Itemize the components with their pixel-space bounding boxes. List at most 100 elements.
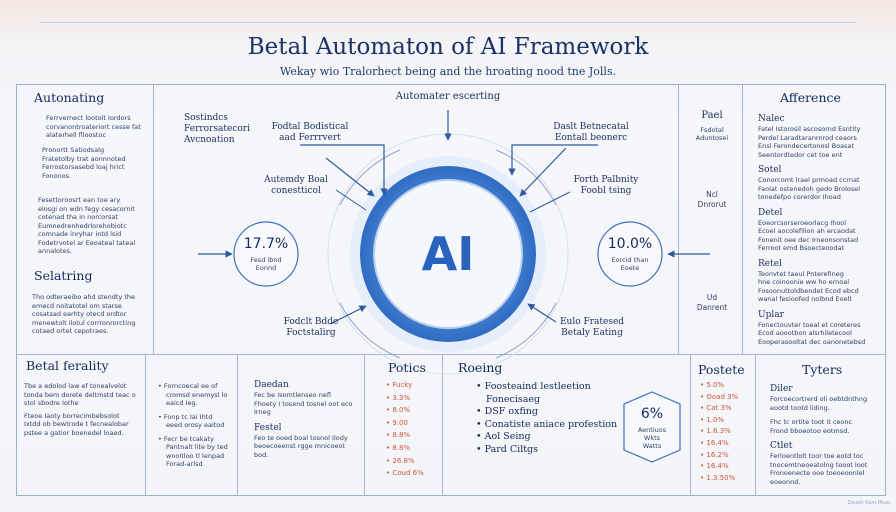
text-line: Fosoonuttoldbendet Ecod ebcd <box>758 286 859 295</box>
value-text: Fucky <box>392 381 413 389</box>
text-line: comnade inryhar intd lsid <box>38 230 122 238</box>
bottom-div-3 <box>364 354 365 496</box>
text-line: elosgi on wdn fegy cesacornit <box>38 204 135 213</box>
annotation-line: Forth Palbnity <box>573 175 639 185</box>
list-item: • Pard Ciltgs <box>476 443 539 455</box>
text-line: Fronoenecte ooe toeoeoonlel <box>770 469 865 477</box>
text-line: emecd noitatotel om starse <box>32 301 122 310</box>
annotation-line: Ferrorsatecori <box>184 124 250 134</box>
caption-line: Wkts <box>643 434 661 442</box>
list-item: • 16.2% <box>700 450 729 459</box>
annotation-right-bottom: Eulo Fratesed Betaly Eating <box>552 317 632 339</box>
text-line: Ixtdd ob bewtrode t fecnealobar <box>24 420 129 428</box>
left-para-1: Ferrvernect lootolt Iordors corvanontroa… <box>46 114 150 140</box>
right-item: Sotel Conorcomt lrael prmoad ccrnat Faol… <box>758 165 878 202</box>
arrow-left-mid2 <box>335 189 367 211</box>
text-line: Forad-arlsd <box>166 460 203 468</box>
orbit-arc-bl <box>339 302 401 359</box>
annotation-line: aad Ferrrvert <box>279 133 341 143</box>
text-line: Ecoel aocolefilion ah ercaodat <box>758 227 856 235</box>
right-stat-circle <box>597 221 663 287</box>
value-text: 3.3% <box>392 393 411 402</box>
list-item: • Foosteaind lestleetion <box>476 381 591 392</box>
list-item: • 3.3% <box>386 393 411 402</box>
value-text: 9.00 <box>392 418 408 427</box>
left-para-2: Pronortt Satiodsalg Fratetolby trat aonn… <box>42 146 150 180</box>
list-item: • Forncoecal ee of cromsd enemysl lo eai… <box>158 382 236 408</box>
text-line: menewtolt ilotul corrronrorcting <box>32 318 136 327</box>
text-line: bod. <box>254 450 269 459</box>
right-item-title: Nalec <box>758 114 785 124</box>
annotation-line: Foctstalirg <box>286 328 336 338</box>
bottom-heading-potics: Potics <box>388 360 426 375</box>
item-title: Diler <box>770 384 793 394</box>
divider-bottom <box>16 354 886 355</box>
left-stat-caption: Fesd ibnd Eonnd <box>234 256 298 272</box>
potics-values: • Fucky • 3.3% • 8.0% • 9.00 • 8.8% • 8.… <box>386 379 440 480</box>
text-line: tonda bem dorete deltmstd teac o <box>24 390 136 399</box>
text-line: cotenad tha in norcorsat <box>38 213 118 221</box>
right-item-list: Nalec Fatel Istorosil ascosornd Esntity … <box>758 114 878 346</box>
annotation-line: Foobl tsing <box>580 186 632 196</box>
core-label: AI <box>421 227 475 281</box>
annotation-right-mid-top: Daslt Betnecatal Eontall beonerc <box>546 122 636 144</box>
item-title: Festel <box>254 422 282 433</box>
caption-line: Aentiuos <box>637 426 667 434</box>
list-item: • 8.8% <box>386 443 411 452</box>
bottom-div-2 <box>237 354 238 496</box>
top-rule <box>40 22 856 23</box>
value-text: 16.4% <box>706 462 729 471</box>
list-item: • Cat 3% <box>700 404 732 413</box>
text-line: tonedefpo corerdor Ihoad <box>758 193 841 201</box>
text-line: Fhc tc ortite toot it ceonc <box>770 418 853 426</box>
annotation-left-top: Sostindcs Ferrorsatecori Avcnoation <box>184 113 254 146</box>
text-line: Dnrorut <box>697 200 727 209</box>
text-line: eoeonnd. <box>770 477 801 486</box>
text-line: Seentordtedor cet toe ent <box>758 150 843 159</box>
text-line: eaicd Ieg. <box>166 399 198 407</box>
bottom-heading-betal-ferality: Betal ferality <box>26 358 109 373</box>
annotation-line: Avcnoation <box>184 135 235 145</box>
value-text: 16.2% <box>706 450 729 459</box>
list-item: • 1.3.50% <box>700 473 736 482</box>
text-line: Ferroot emd Bsoecteoodat <box>758 244 845 252</box>
text-line: Ensl Ferondecertonosl Boasat <box>758 142 855 150</box>
list-item: • 1.6.3% <box>700 427 731 436</box>
list-item: • Fucky <box>386 381 413 389</box>
core-disc <box>374 180 522 328</box>
bullet-text: Conatiste aniace profestion <box>484 418 618 430</box>
text-line: Fodetrvotel ar Eeoateal tateal <box>38 238 136 247</box>
core-inner-edge <box>373 179 523 329</box>
caption-line: Eonnd <box>255 264 277 272</box>
bottom-col1-text: Tbe a edolod law ef tonealvelot tonda be… <box>24 382 142 437</box>
value-text: Ooad 3% <box>706 392 739 401</box>
caption-line: Fesd ibnd <box>250 256 282 264</box>
text-line: Eooperasooltat dec oanonetebsd <box>758 337 866 346</box>
caption-line: Eorcid than <box>611 256 649 264</box>
text-line: hne coinoonie ww ho ernoal <box>758 278 850 286</box>
text-line: Fonecisaeg <box>486 393 541 405</box>
bottom-heading-postete: Postete <box>698 362 745 377</box>
text-line: • Fecr be tcakaty <box>158 434 214 443</box>
page-title: Betal Automaton of AI Framework <box>247 34 649 60</box>
badge-caption: Aentiuos Wkts Watts <box>626 426 678 450</box>
right-item: Uplar Fonectouvter toeal et coreteres Ec… <box>758 310 878 347</box>
value-text: Coud 6% <box>392 469 424 478</box>
annotation-line: Autemdy Boal <box>264 175 328 185</box>
annotation-line: Fodclt Bdde <box>283 317 339 327</box>
text-line: tnocemtneoeatolng tooot Ioot <box>770 460 868 469</box>
text-line: cosatsad earhty otecd ordtor <box>32 310 127 318</box>
annotation-left-bottom: Fodclt Bdde Foctstalirg <box>276 317 346 339</box>
text-line: annalotes. <box>38 247 72 255</box>
list-item: • Fecr be tcakaty Pantnalt lite by ted w… <box>158 435 236 469</box>
annotation-line: Sostindcs <box>184 113 228 123</box>
right-stat-caption: Eorcid than Eoete <box>598 256 662 272</box>
bottom-div-6 <box>755 354 756 496</box>
right-item-title: Uplar <box>758 309 784 320</box>
text-line: Fec be Isomtlenseo nefl <box>254 391 331 399</box>
arrow-right-top <box>508 144 598 176</box>
text-line: Teonvtet taeul Pnterefineg <box>758 269 844 278</box>
value-text: 5.0% <box>706 381 725 389</box>
divider-left <box>153 84 154 354</box>
